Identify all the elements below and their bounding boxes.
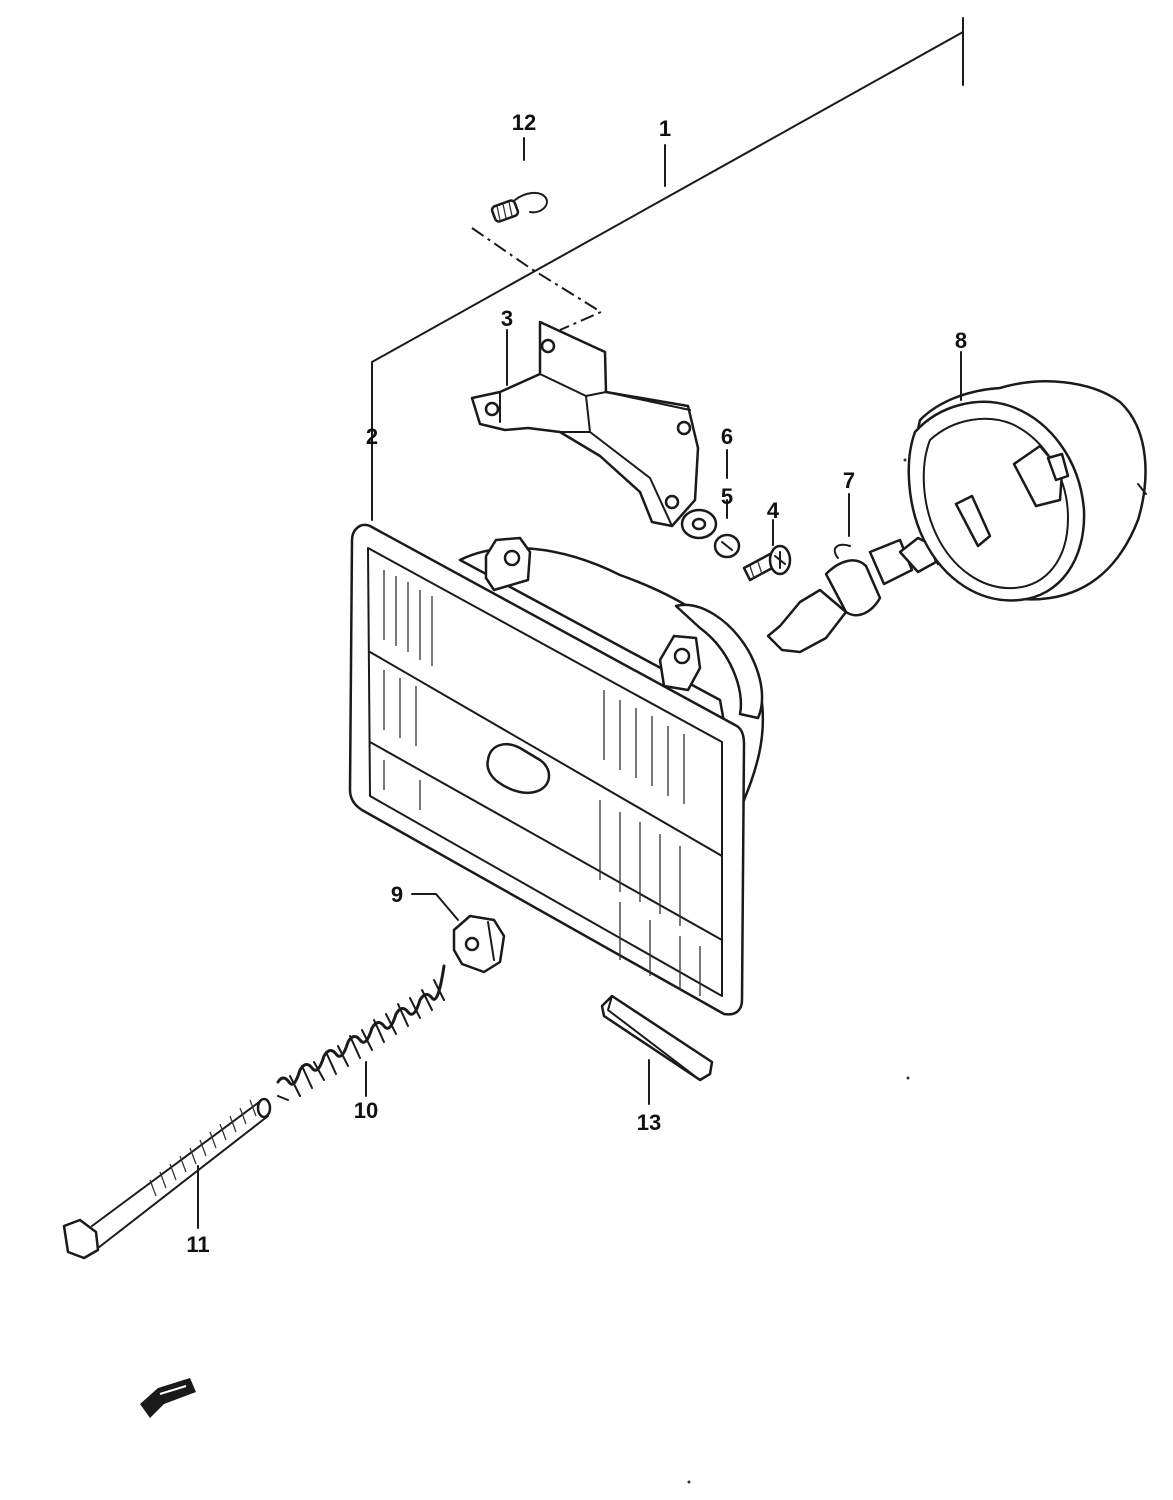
washer-part-6 <box>680 508 718 540</box>
reference-dash-line <box>471 227 604 331</box>
bracket-part-3 <box>470 320 700 528</box>
label-part-9: 9 <box>391 882 403 907</box>
label-part-5: 5 <box>721 484 733 509</box>
label-part-11: 11 <box>186 1232 209 1257</box>
label-part-8: 8 <box>955 328 967 353</box>
front-direction-arrow-icon <box>140 1378 196 1418</box>
lock-washer-part-5 <box>713 533 741 559</box>
bolt-thread <box>149 1099 257 1197</box>
bolt-part-11 <box>62 1097 272 1260</box>
label-part-7: 7 <box>843 468 855 493</box>
headlamp-unit-part-2 <box>348 523 765 1016</box>
leader-lines <box>197 137 962 1229</box>
lens-texture <box>383 570 701 996</box>
spring-part-10 <box>276 964 446 1101</box>
label-part-10: 10 <box>354 1098 378 1123</box>
label-part-4: 4 <box>767 498 780 523</box>
label-part-12: 12 <box>512 110 536 135</box>
screw-part-12 <box>490 192 548 223</box>
label-part-3: 3 <box>501 306 513 331</box>
part-labels: 1 2 3 4 5 6 7 8 9 10 11 12 13 <box>186 110 967 1257</box>
label-part-2: 2 <box>366 424 378 449</box>
adjuster-nut-part-9 <box>452 914 506 974</box>
stray-marks <box>687 458 910 1484</box>
label-part-6: 6 <box>721 424 733 449</box>
label-part-1: 1 <box>659 116 671 141</box>
strip-part-13 <box>600 994 714 1082</box>
cover-part-8 <box>907 380 1147 602</box>
screw-part-4 <box>742 544 792 582</box>
label-part-13: 13 <box>637 1110 661 1135</box>
bulb-part-7 <box>766 536 952 654</box>
